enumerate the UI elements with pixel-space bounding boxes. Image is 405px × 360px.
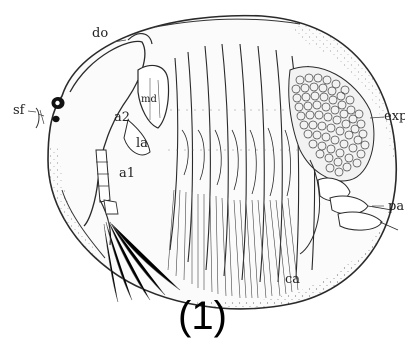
label-a2: a2	[114, 111, 130, 124]
label-la: la	[136, 137, 148, 150]
label-do: do	[92, 27, 108, 40]
label-pa: pa	[388, 200, 404, 213]
label-sf: sf	[13, 104, 24, 117]
figure-caption: (1)	[0, 296, 405, 336]
label-exp: exp	[384, 110, 405, 123]
label-md: md	[141, 95, 157, 105]
label-ca: ca	[285, 273, 300, 286]
label-a1: a1	[119, 167, 135, 180]
